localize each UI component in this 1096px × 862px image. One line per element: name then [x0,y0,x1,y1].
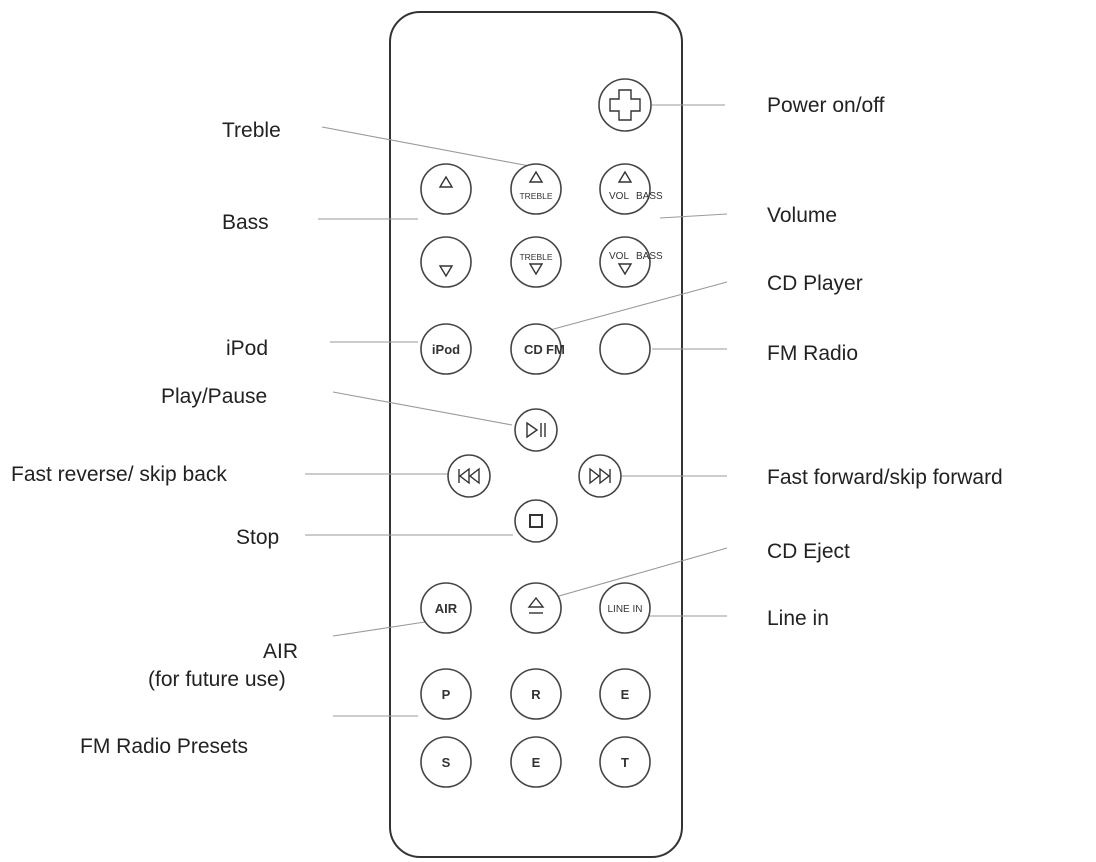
preset-p-label: P [442,687,451,702]
triangle-down-icon [617,263,633,276]
treble-up-button[interactable]: TREBLE [510,163,562,215]
bass-up-side-label: BASS [636,191,663,202]
leader-lines [305,104,728,717]
cd-button-label: CD [524,342,543,357]
triangle-up-icon [617,170,633,183]
power-icon [609,89,641,121]
eject-icon [527,596,545,614]
label-cd-player: CD Player [767,272,863,295]
label-fm-radio: FM Radio [767,342,858,365]
stop-icon [529,514,543,528]
label-play-pause: Play/Pause [161,385,267,408]
treble-down-label: TREBLE [519,252,552,262]
cd-fm-button[interactable]: CD FM [510,323,565,375]
bass-down-side-label: BASS [636,251,663,262]
ipod-button-label: iPod [432,342,460,357]
callout-labels: Power on/off Treble Bass Volume CD Playe… [11,94,1003,758]
eject-button[interactable] [510,582,562,634]
label-presets: FM Radio Presets [80,735,248,758]
label-air: AIR [263,640,298,663]
treble-down-button[interactable]: TREBLE [510,236,562,288]
label-ipod: iPod [226,337,268,360]
skip-back-button[interactable] [447,454,491,498]
label-line-in: Line in [767,607,829,630]
skip-forward-button[interactable] [578,454,622,498]
preset-e-label: E [621,687,630,702]
vol-down-label: VOL [609,251,629,262]
treble-up-label: TREBLE [519,191,552,201]
volume-down-button[interactable]: VOL BASS [599,236,663,288]
preset-e2-button[interactable]: E [510,736,562,788]
label-cd-eject: CD Eject [767,540,850,563]
skip-back-icon [458,467,480,485]
fm-button-label: FM [546,342,565,357]
triangle-up-icon [528,170,544,183]
label-air-note: (for future use) [148,668,286,691]
play-pause-icon [526,421,546,439]
preset-t-label: T [621,755,629,770]
air-button[interactable]: AIR [420,582,472,634]
preset-s-button[interactable]: S [420,736,472,788]
air-button-label: AIR [435,601,458,616]
label-stop: Stop [236,526,279,549]
label-power: Power on/off [767,94,885,117]
power-button[interactable] [598,78,652,132]
line-in-button[interactable]: LINE IN [599,582,651,634]
bass-down-button[interactable] [420,236,472,288]
label-bass: Bass [222,211,269,234]
preset-t-button[interactable]: T [599,736,651,788]
fm-radio-button[interactable] [599,323,651,375]
label-volume: Volume [767,204,837,227]
label-treble: Treble [222,119,281,142]
label-fast-forward: Fast forward/skip forward [767,466,1003,489]
line-in-button-label: LINE IN [607,604,642,615]
play-pause-button[interactable] [514,408,558,452]
preset-r-label: R [531,687,541,702]
bass-up-button[interactable] [420,163,472,215]
preset-e2-label: E [532,755,541,770]
preset-p-button[interactable]: P [420,668,472,720]
label-fast-reverse: Fast reverse/ skip back [11,463,227,486]
skip-forward-icon [589,467,611,485]
triangle-up-icon [438,175,454,188]
volume-up-button[interactable]: VOL BASS [599,163,663,215]
triangle-down-icon [528,263,544,276]
preset-e-button[interactable]: E [599,668,651,720]
vol-up-label: VOL [609,191,629,202]
ipod-button[interactable]: iPod [420,323,472,375]
triangle-down-icon [438,265,454,278]
preset-r-button[interactable]: R [510,668,562,720]
preset-s-label: S [442,755,451,770]
stop-button[interactable] [514,499,558,543]
